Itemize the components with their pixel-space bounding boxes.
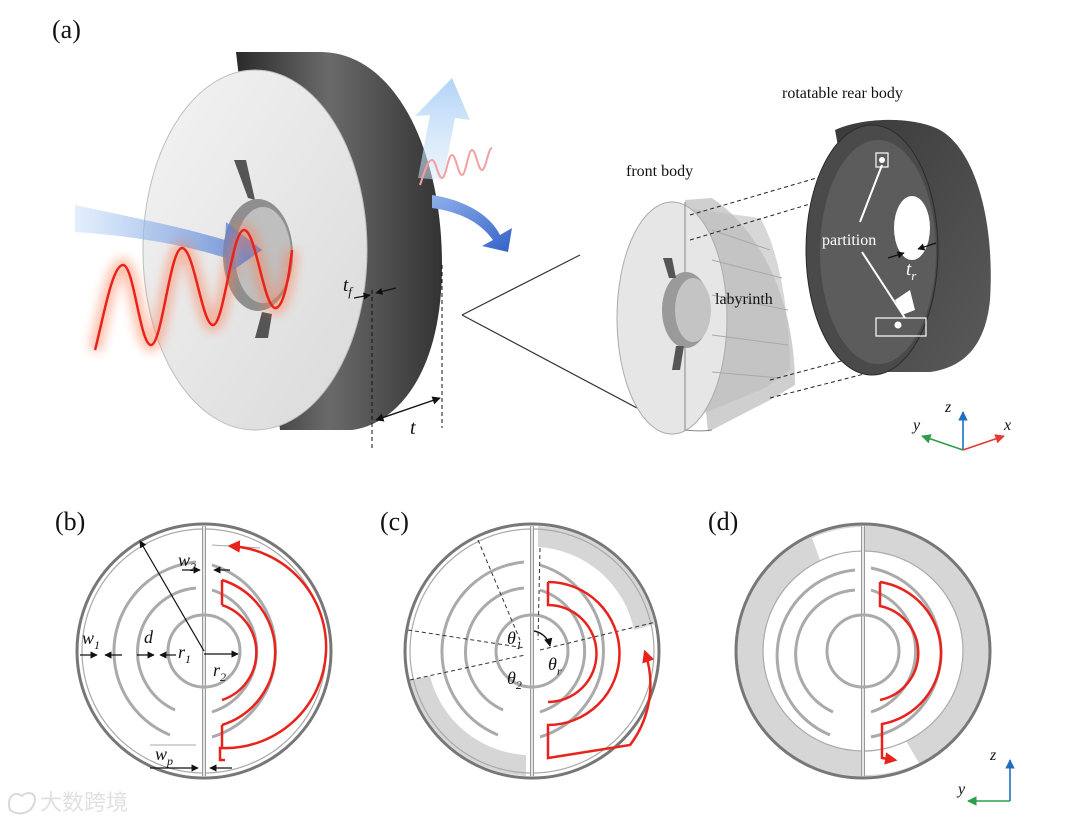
axis-z2-label: z bbox=[989, 747, 997, 764]
axes-xyz: z x y bbox=[911, 399, 1011, 451]
axis-x-label: x bbox=[1003, 417, 1011, 434]
watermark-text: 大数跨境 bbox=[40, 791, 128, 816]
tf-annotation: tf bbox=[343, 275, 397, 448]
t-annotation: t bbox=[375, 265, 443, 439]
tr-annotation: tr bbox=[887, 242, 937, 283]
cross-section-b bbox=[75, 522, 333, 780]
incident-wave bbox=[88, 222, 299, 353]
w2-label: w2 bbox=[178, 550, 196, 574]
theta2-label: θ2 bbox=[507, 668, 522, 692]
cross-section-d bbox=[734, 522, 992, 780]
r1-label: r1 bbox=[178, 642, 191, 666]
transmitted-arrow bbox=[432, 195, 512, 252]
panel-label-d: (d) bbox=[708, 507, 738, 536]
panel-label-a: (a) bbox=[52, 15, 81, 44]
wp-label: wp bbox=[155, 744, 173, 768]
cross-section-c bbox=[403, 522, 661, 780]
incident-arrow bbox=[75, 205, 262, 275]
watermark: 大数跨境 bbox=[8, 791, 128, 816]
t-label: t bbox=[410, 417, 416, 439]
zoom-line-top bbox=[461, 254, 581, 316]
r2-label: r2 bbox=[213, 660, 226, 684]
w1-label: w1 bbox=[82, 628, 100, 652]
reflected-wave bbox=[419, 147, 493, 186]
theta1-label: θ1 bbox=[507, 628, 522, 652]
labyrinth-label: labyrinth bbox=[715, 291, 773, 308]
reflected-arrow-up bbox=[415, 78, 470, 180]
partition-label: partition bbox=[822, 232, 876, 249]
axes-yz: z y bbox=[956, 747, 1015, 806]
thetar-label: θr bbox=[548, 654, 562, 678]
rear-body bbox=[805, 119, 991, 376]
axis-y-label: y bbox=[911, 417, 921, 434]
zoom-line-bottom bbox=[461, 314, 638, 409]
d-label: d bbox=[144, 627, 154, 647]
axis-z-label: z bbox=[944, 399, 952, 416]
tr-label: tr bbox=[906, 259, 917, 283]
tf-label: tf bbox=[343, 275, 354, 299]
front-body bbox=[616, 198, 795, 435]
rear-body-label: rotatable rear body bbox=[782, 85, 903, 102]
panel-label-b: (b) bbox=[55, 507, 85, 536]
axis-y2-label: y bbox=[956, 781, 966, 798]
front-body-label: front body bbox=[626, 163, 693, 180]
panel-label-c: (c) bbox=[380, 507, 409, 536]
